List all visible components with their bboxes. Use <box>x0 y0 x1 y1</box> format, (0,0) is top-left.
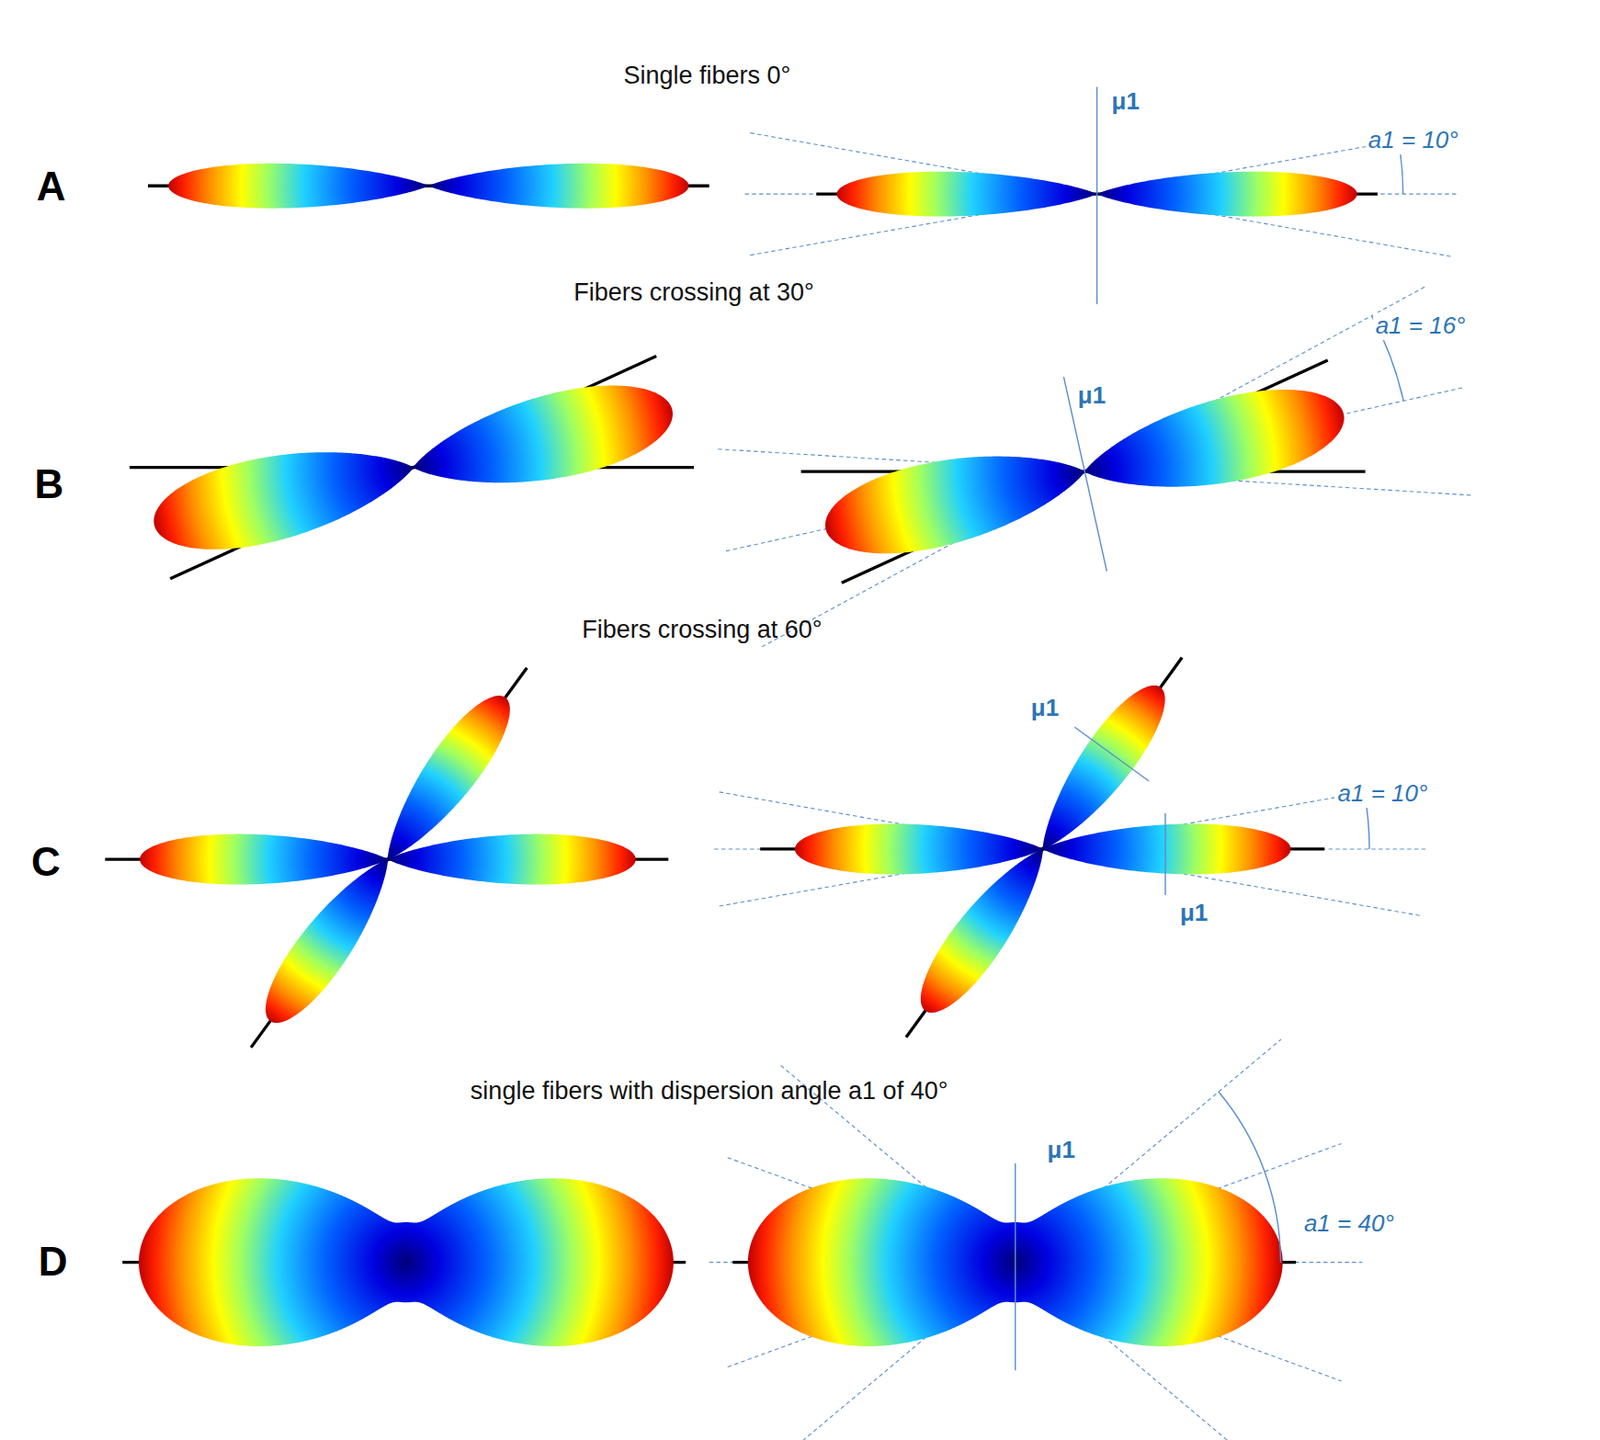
fiber-lobe <box>168 163 689 209</box>
dashed-guide-line <box>749 133 1453 258</box>
dashed-guide-line <box>727 1144 1342 1368</box>
angle-label: a1 = 40° <box>1301 1210 1397 1238</box>
angle-label: a1 = 10° <box>1365 126 1462 155</box>
panel-title: Fibers crossing at 60° <box>581 616 822 646</box>
dispersed-fiber-glyph <box>138 1178 674 1347</box>
direction-label: μ1 <box>1044 1137 1079 1166</box>
mean-direction-line <box>1096 87 1098 306</box>
direction-label: μ1 <box>1075 382 1109 410</box>
dashed-guide-line <box>727 1157 1342 1382</box>
fiber-lobe <box>153 385 673 550</box>
panel-letter: B <box>34 461 64 509</box>
dashed-guide-line <box>749 131 1453 256</box>
angle-arc <box>1218 1091 1282 1263</box>
direction-label: μ1 <box>1177 899 1211 928</box>
panel-letter: D <box>38 1238 69 1286</box>
panel-letter: C <box>31 839 61 886</box>
mean-direction-line <box>1014 1163 1016 1371</box>
fiber-lobe <box>265 695 511 1023</box>
angle-label: a1 = 16° <box>1373 312 1469 341</box>
mean-direction-line <box>1164 813 1166 896</box>
angle-label: a1 = 10° <box>1335 780 1431 808</box>
direction-label: μ1 <box>1109 88 1143 116</box>
panel-title: Single fibers 0° <box>624 62 792 91</box>
panel-title: single fibers with dispersion angle a1 o… <box>470 1078 949 1107</box>
panel-title: Fibers crossing at 30° <box>573 278 814 307</box>
direction-label: μ1 <box>1028 694 1062 723</box>
mean-direction-line <box>1074 726 1149 782</box>
panel-letter: A <box>36 163 67 211</box>
fiber-lobe <box>920 685 1166 1013</box>
dashed-guide-line <box>761 286 1426 647</box>
